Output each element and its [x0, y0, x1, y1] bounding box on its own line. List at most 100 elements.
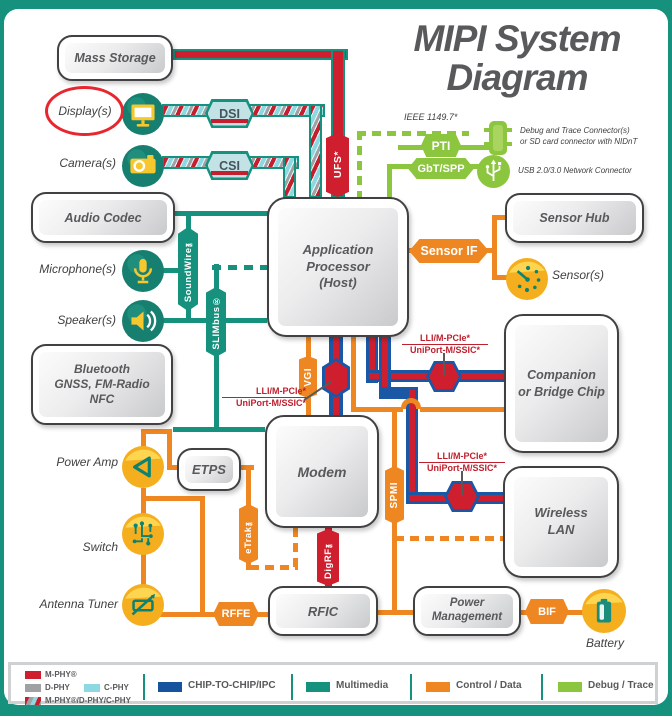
bus-pa-switch: [141, 488, 146, 514]
port-dsi[interactable]: DSI: [205, 99, 254, 128]
port-csi[interactable]: CSI: [205, 151, 254, 180]
companion-label: Companion or Bridge Chip: [515, 325, 608, 442]
usb-connector-icon[interactable]: [477, 155, 510, 188]
lli-label-modem: LLI/M-PCIe* UniPort-M/SSIC*: [222, 386, 306, 409]
bus-etrak-dashed-h: [250, 565, 298, 570]
bus-gbtspp-v: [387, 164, 392, 198]
node-sensor-hub[interactable]: Sensor Hub: [505, 193, 644, 243]
wireless-lan-label: Wireless LAN: [514, 477, 608, 567]
bus-ctl-h2: [420, 407, 505, 412]
bif-label: BIF: [538, 605, 556, 618]
legend-swatch-c-phy: [84, 684, 100, 692]
bus-branch-h: [141, 496, 205, 501]
node-mass-storage[interactable]: Mass Storage: [57, 35, 173, 81]
vgi-label: VGI: [302, 367, 314, 387]
bus-mic-dashed: [212, 265, 267, 270]
lli-label-companion: LLI/M-PCIe* UniPort-M/SSIC*: [402, 333, 488, 356]
bus-etps-left-v: [167, 429, 172, 470]
port-slimbus[interactable]: SLIMbus®: [206, 287, 226, 357]
bus-etps-left-h: [167, 465, 179, 470]
port-sensor-if[interactable]: Sensor IF: [409, 239, 489, 263]
legend-swatch-debug: [558, 682, 582, 692]
spmi-label: SPMI: [389, 481, 400, 509]
debug-connector-icon[interactable]: [484, 120, 512, 156]
port-gbtspp[interactable]: GbT/SPP: [408, 158, 474, 179]
legend-swatch-multimedia: [306, 682, 330, 692]
bus-dashed-wlan: [395, 536, 503, 541]
power-amp-label: Power Amp: [56, 455, 118, 469]
bus-ctl-v: [351, 337, 356, 412]
node-companion[interactable]: Companion or Bridge Chip: [504, 314, 619, 453]
node-bluetooth[interactable]: Bluetooth GNSS, FM-Radio NFC: [31, 344, 173, 425]
node-application-processor[interactable]: Application Processor (Host): [267, 197, 409, 337]
legend-divider-2: [291, 674, 293, 700]
sensors-label: Sensor(s): [552, 268, 605, 282]
camera-icon[interactable]: [122, 145, 164, 187]
bus-sensor-fork-v: [492, 215, 497, 280]
node-rfic[interactable]: RFIC: [268, 586, 378, 636]
port-etrak[interactable]: eTrak℠: [239, 504, 258, 564]
antenna-tuner-icon[interactable]: [122, 584, 164, 626]
port-bif[interactable]: BIF: [525, 599, 569, 624]
bus-ufs-h: [173, 49, 348, 60]
port-vgi[interactable]: VGI: [299, 356, 317, 398]
speakers-label: Speaker(s): [57, 313, 116, 327]
power-amp-icon[interactable]: [122, 446, 164, 488]
legend-divider-1: [143, 674, 145, 700]
gbtspp-label: GbT/SPP: [417, 162, 465, 175]
speaker-icon[interactable]: [122, 300, 164, 342]
legend-debug: Debug / Trace: [588, 680, 654, 691]
bus-bt-modem: [173, 427, 265, 432]
port-spmi[interactable]: SPMI: [385, 466, 404, 524]
bulge-modem: [322, 358, 350, 398]
lli-pointer-wlan: [461, 471, 463, 495]
bus-ieee-dashed-v: [357, 131, 362, 198]
port-rffe[interactable]: RFFE: [213, 602, 259, 626]
bus-crossover-bump: [401, 398, 421, 409]
port-ufs[interactable]: UFS*: [326, 133, 349, 197]
port-pti[interactable]: PTI: [421, 134, 461, 157]
bus-c2c-wlan-v2-core: [409, 390, 415, 501]
etps-label: ETPS: [185, 456, 233, 483]
legend-swatch-control: [426, 682, 450, 692]
legend-multimedia: Multimedia: [336, 680, 389, 691]
cameras-label: Camera(s): [59, 156, 116, 170]
legend-swatch-m-phy: [25, 671, 41, 679]
audio-codec-label: Audio Codec: [39, 200, 167, 235]
sensors-icon[interactable]: [506, 258, 548, 300]
bus-sensors-stub: [492, 275, 508, 280]
port-digrf[interactable]: DigRF℠: [317, 529, 339, 586]
lli-label-wlan: LLI/M-PCIe* UniPort-M/SSIC*: [419, 451, 505, 474]
switch-label: Switch: [82, 540, 118, 554]
legend-chip: CHIP-TO-CHIP/IPC: [188, 680, 276, 691]
bulge-companion: [426, 361, 462, 392]
legend-m-phy: M-PHY®: [45, 670, 77, 679]
diagram-panel: Mass Storage Audio Codec Bluetooth GNSS,…: [4, 9, 668, 705]
bluetooth-label: Bluetooth GNSS, FM-Radio NFC: [39, 352, 165, 417]
bus-ctl-h1: [351, 407, 403, 412]
switch-icon[interactable]: [122, 513, 164, 555]
display-icon[interactable]: [122, 93, 164, 135]
node-modem[interactable]: Modem: [265, 415, 379, 528]
bus-dsi-v: [309, 104, 322, 198]
csi-label: CSI: [219, 158, 240, 173]
sensor-if-label: Sensor IF: [420, 244, 478, 258]
legend-combo: M-PHY®/D-PHY/C-PHY: [45, 696, 131, 705]
node-etps[interactable]: ETPS: [177, 448, 241, 491]
microphone-icon[interactable]: [122, 250, 164, 292]
node-wireless-lan[interactable]: Wireless LAN: [503, 466, 619, 578]
power-management-label: Power Management: [421, 594, 513, 628]
node-audio-codec[interactable]: Audio Codec: [31, 192, 175, 243]
bus-branch-v: [200, 496, 205, 617]
dsi-label: DSI: [219, 106, 240, 121]
port-soundwire[interactable]: SoundWire℠: [178, 227, 198, 311]
bus-etrak-dashed-v: [293, 528, 298, 570]
legend: M-PHY® D-PHY C-PHY M-PHY®/D-PHY/C-PHY CH…: [8, 662, 658, 705]
legend-control: Control / Data: [456, 680, 522, 691]
legend-divider-4: [541, 674, 543, 700]
legend-d-phy: D-PHY: [45, 683, 70, 692]
rffe-label: RFFE: [221, 608, 251, 620]
battery-icon[interactable]: [582, 589, 626, 633]
node-power-management[interactable]: Power Management: [413, 586, 521, 636]
